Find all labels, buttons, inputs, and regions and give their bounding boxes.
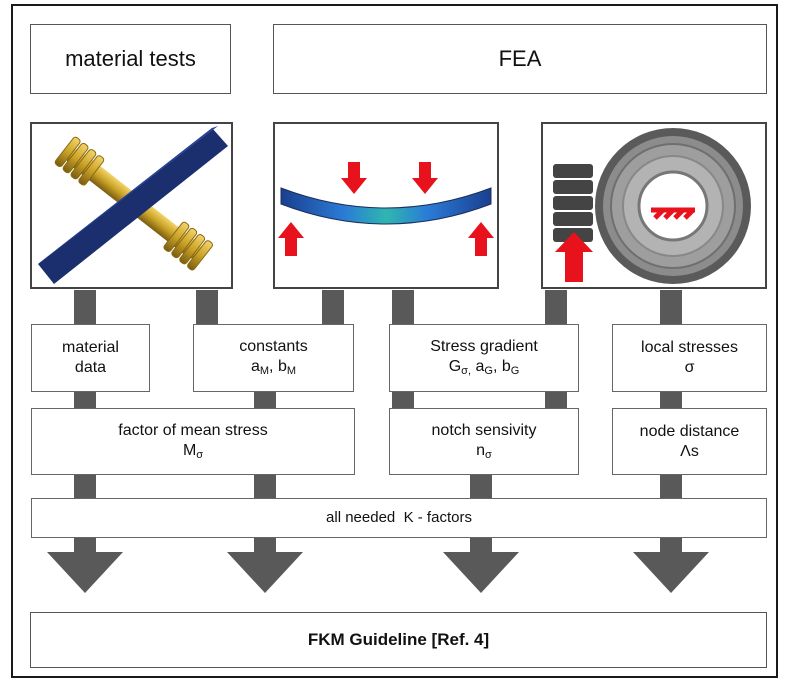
specimen-image [30,122,233,289]
material-data-box: material data [31,324,150,392]
fkm-guideline-box: FKM Guideline [Ref. 4] [30,612,767,668]
local-stresses-label: local stresses [641,339,738,356]
connector-3 [322,290,344,324]
node-distance-symbol: Λs [680,442,699,460]
fea-box: FEA [273,24,767,94]
material-data-line1: material [62,339,119,356]
constants-label: constants [239,338,308,356]
arrow-shaft-2 [254,538,276,552]
notch-sensivity-symbol: nσ [476,441,492,461]
arrow-head-3 [443,552,519,593]
arrow-head-4 [633,552,709,593]
stress-gradient-label: Stress gradient [430,338,538,356]
mean-stress-label: factor of mean stress [118,421,268,439]
diagram-frame [11,4,778,678]
arrow-head-1 [47,552,123,593]
mean-stress-box: factor of mean stress Mσ [31,408,355,475]
notch-sensivity-box: notch sensivity nσ [389,408,579,475]
arrow-shaft-1 [74,538,96,552]
node-distance-box: node distance Λs [612,408,767,475]
mean-stress-symbol: Mσ [182,441,204,461]
k-factors-box: all needed K - factors [31,498,767,538]
constants-box: constants aM, bM [193,324,354,392]
k-factors-label: all needed K - factors [326,508,472,526]
stress-gradient-box: Stress gradient Gσ, aG, bG [389,324,579,392]
stress-gradient-symbols: Gσ, aG, bG [448,358,520,378]
constants-symbols: aM, bM [250,358,297,378]
node-distance-label: node distance [639,422,740,440]
connector-2 [196,290,218,324]
arrow-shaft-3 [470,538,492,552]
fea-label: FEA [498,46,542,72]
material-tests-label: material tests [65,46,196,72]
arrow-head-2 [227,552,303,593]
local-stresses-symbol: σ [684,359,695,376]
material-data-line2: data [74,359,107,376]
arrow-shaft-4 [660,538,682,552]
beam-image [273,122,499,289]
gear-image [541,122,767,289]
local-stresses-box: local stresses σ [612,324,767,392]
fkm-guideline-label: FKM Guideline [Ref. 4] [307,630,490,650]
material-tests-box: material tests [30,24,231,94]
notch-sensivity-label: notch sensivity [431,421,537,439]
